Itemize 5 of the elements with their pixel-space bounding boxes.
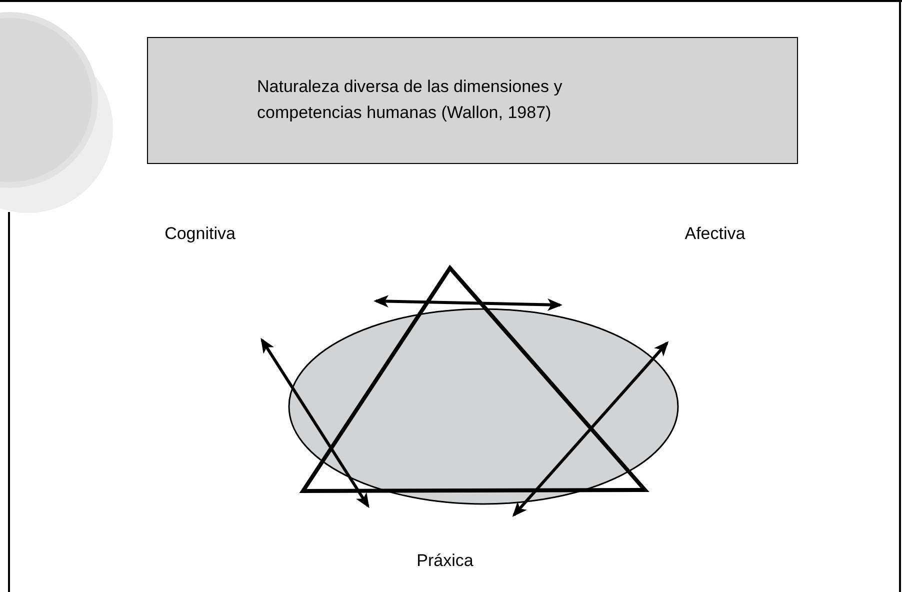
title-box [147,37,798,164]
dimension-label: Afectiva [684,223,746,246]
dimension-label: Cognitiva [164,223,236,246]
title-text: Naturaleza diversa de las dimensiones y competencias humanas (Wallon, 1987) [257,76,564,124]
dimension-label: Práxica [416,550,474,572]
